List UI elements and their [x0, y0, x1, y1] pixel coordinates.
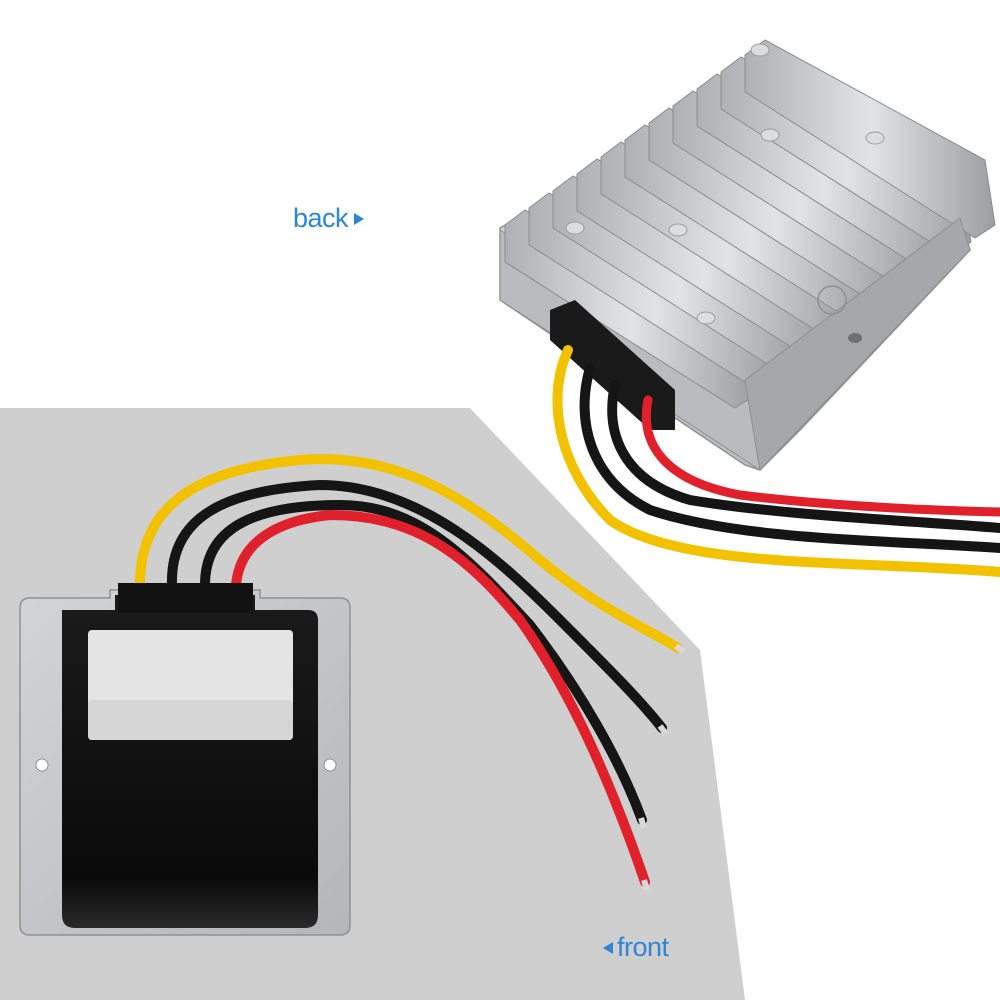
- back-connector: [550, 300, 675, 430]
- front-wire-red: [231, 509, 650, 887]
- front-wire-yellow: [135, 454, 683, 653]
- wire-tip: [657, 724, 669, 736]
- heatsink-fins: [504, 39, 996, 409]
- sticker-shade: [88, 700, 293, 740]
- wire-tip: [674, 643, 686, 655]
- fin-boss: [668, 223, 688, 237]
- front-wire-black-1: [166, 479, 667, 733]
- fin-boss: [760, 128, 780, 142]
- mounting-hole: [323, 758, 337, 772]
- front-label-text: front: [617, 932, 669, 962]
- mounting-hole: [848, 333, 862, 343]
- back-wire-black-1: [579, 363, 1000, 553]
- converter-front-view: [19, 454, 686, 936]
- back-wire-black-2: [607, 380, 1000, 533]
- heatsink-side-face: [744, 217, 971, 472]
- triangle-right-icon: [354, 212, 365, 225]
- front-view-label: front: [603, 932, 669, 963]
- front-connector: [118, 583, 253, 613]
- back-wire-yellow: [552, 345, 1000, 577]
- back-wire-red: [641, 395, 1000, 517]
- logo-stamp: [817, 285, 847, 315]
- fin-boss: [750, 43, 770, 57]
- converter-back-view: [499, 39, 1000, 577]
- triangle-left-icon: [603, 941, 613, 954]
- mounting-hole: [35, 758, 49, 772]
- back-view-label: back: [293, 203, 365, 234]
- wire-tip: [638, 817, 647, 829]
- back-label-text: back: [293, 203, 349, 233]
- fin-boss: [565, 221, 585, 235]
- fin-boss: [865, 131, 885, 145]
- fin-boss: [696, 311, 716, 325]
- wire-tip: [641, 879, 650, 891]
